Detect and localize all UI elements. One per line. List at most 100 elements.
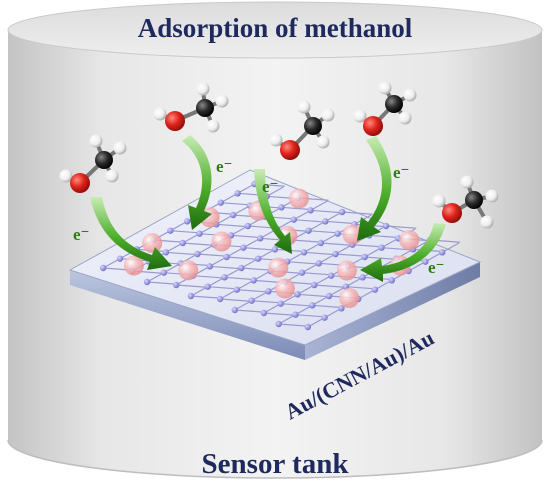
hydrogen-atom-icon xyxy=(59,169,73,183)
lattice-bond xyxy=(190,295,222,299)
hydrogen-atom-icon xyxy=(378,81,392,95)
lattice-bond xyxy=(220,202,252,206)
lattice-node xyxy=(173,281,180,289)
oxygen-atom-icon xyxy=(165,111,185,131)
lattice-node xyxy=(292,311,299,318)
lattice-node xyxy=(307,207,314,214)
lattice-node xyxy=(422,258,429,265)
lattice-bond xyxy=(314,284,345,288)
lattice-node xyxy=(305,227,312,234)
au-nanoparticle-icon xyxy=(274,278,295,299)
lattice-bond xyxy=(147,281,178,285)
hydrogen-atom-icon xyxy=(153,107,167,121)
lattice-bond xyxy=(308,230,339,234)
lattice-node xyxy=(254,255,262,262)
electron-label: e⁻ xyxy=(393,163,410,182)
lattice-node xyxy=(322,218,329,225)
lattice-node xyxy=(248,297,255,304)
au-nanoparticle-icon xyxy=(211,231,232,252)
lattice-node xyxy=(194,250,201,258)
lattice-node xyxy=(265,288,272,295)
lattice-node xyxy=(162,249,170,256)
hydrogen-atom-icon xyxy=(432,194,446,208)
lattice-node xyxy=(361,253,368,261)
au-nanoparticle-icon xyxy=(268,257,289,278)
lattice-node xyxy=(271,246,279,253)
lattice-bond xyxy=(335,253,366,257)
lattice-bond xyxy=(165,251,197,256)
lattice-bond xyxy=(231,234,262,239)
lattice-bond xyxy=(263,312,295,316)
oxygen-atom-icon xyxy=(70,173,90,193)
methanol-molecule-icon xyxy=(353,81,417,136)
hydrogen-atom-icon xyxy=(480,215,494,229)
hydrogen-atom-icon xyxy=(485,189,499,203)
electron-transfer-arrow-icon xyxy=(357,136,392,241)
lattice-bond xyxy=(295,314,326,318)
plate-front-face xyxy=(70,270,305,360)
carbon-atom-icon xyxy=(304,117,322,135)
lattice-node xyxy=(100,264,107,272)
electron-transfer-arrow-icon xyxy=(90,197,172,270)
electron-label: e⁻ xyxy=(428,258,445,277)
electron-transfer-arrows xyxy=(90,135,446,282)
lattice-node xyxy=(359,274,366,281)
lattice-bond xyxy=(342,211,373,215)
lattice-bond xyxy=(182,242,214,246)
hydrogen-atom-icon xyxy=(89,134,103,148)
lattice-node xyxy=(378,244,385,251)
lattice-node xyxy=(317,239,325,247)
au-nanoparticle-icon xyxy=(399,230,420,250)
lattice-node xyxy=(260,309,268,317)
lattice-node xyxy=(298,269,306,276)
lattice-bond xyxy=(207,286,239,290)
lattice-node xyxy=(315,260,322,267)
oxygen-atom-icon xyxy=(280,140,300,160)
hydrogen-atom-icon xyxy=(105,169,119,183)
lattice-bond xyxy=(209,265,241,270)
lattice-bond xyxy=(310,209,341,214)
lattice-bond xyxy=(385,225,417,229)
lattice-bond xyxy=(312,304,343,309)
lattice-bond xyxy=(226,256,257,260)
hydrogen-atom-icon xyxy=(321,108,335,122)
hydrogen-atom-icon xyxy=(316,135,330,149)
hydrogen-atom-icon xyxy=(460,175,474,189)
lattice-node xyxy=(334,230,341,237)
methanol-molecule-icon xyxy=(432,175,499,229)
lattice-node xyxy=(238,264,245,272)
au-nanoparticle-icon xyxy=(178,260,199,281)
lattice-node xyxy=(439,249,446,256)
lattice-node xyxy=(231,306,238,314)
lattice-node xyxy=(221,274,228,281)
lattice-bond xyxy=(369,234,400,239)
lattice-node xyxy=(250,277,257,284)
lattice-bond xyxy=(241,267,272,271)
hydrogen-atom-icon xyxy=(206,119,220,133)
electron-labels: e⁻ e⁻ e⁻ e⁻ e⁻ xyxy=(73,157,445,277)
electron-transfer-arrow-icon xyxy=(360,223,446,282)
methanol-molecule-icon xyxy=(153,82,229,133)
hydrogen-atom-icon xyxy=(353,109,367,123)
lattice-node xyxy=(338,305,345,312)
lattice-bond xyxy=(216,223,247,228)
lattice-node xyxy=(278,204,285,211)
lattice-node xyxy=(217,199,224,206)
lattice-node xyxy=(277,300,284,307)
hydrogen-atom-icon xyxy=(215,94,229,108)
substrate-plate xyxy=(68,169,482,360)
carbon-atom-icon xyxy=(95,151,113,169)
au-nanoparticle-icon xyxy=(336,260,357,281)
lattice-bond xyxy=(291,239,323,243)
lattice-bond xyxy=(176,284,207,288)
lattice-bond xyxy=(243,247,274,251)
lattice-node xyxy=(309,302,316,309)
lattice-node xyxy=(388,277,395,284)
hydrogen-atom-icon xyxy=(269,133,283,147)
carbon-atom-icon xyxy=(385,95,403,113)
lattice-node xyxy=(304,323,311,331)
lattice-node xyxy=(143,278,151,286)
carbon-atom-icon xyxy=(196,99,214,117)
lattice-bond xyxy=(287,261,318,265)
